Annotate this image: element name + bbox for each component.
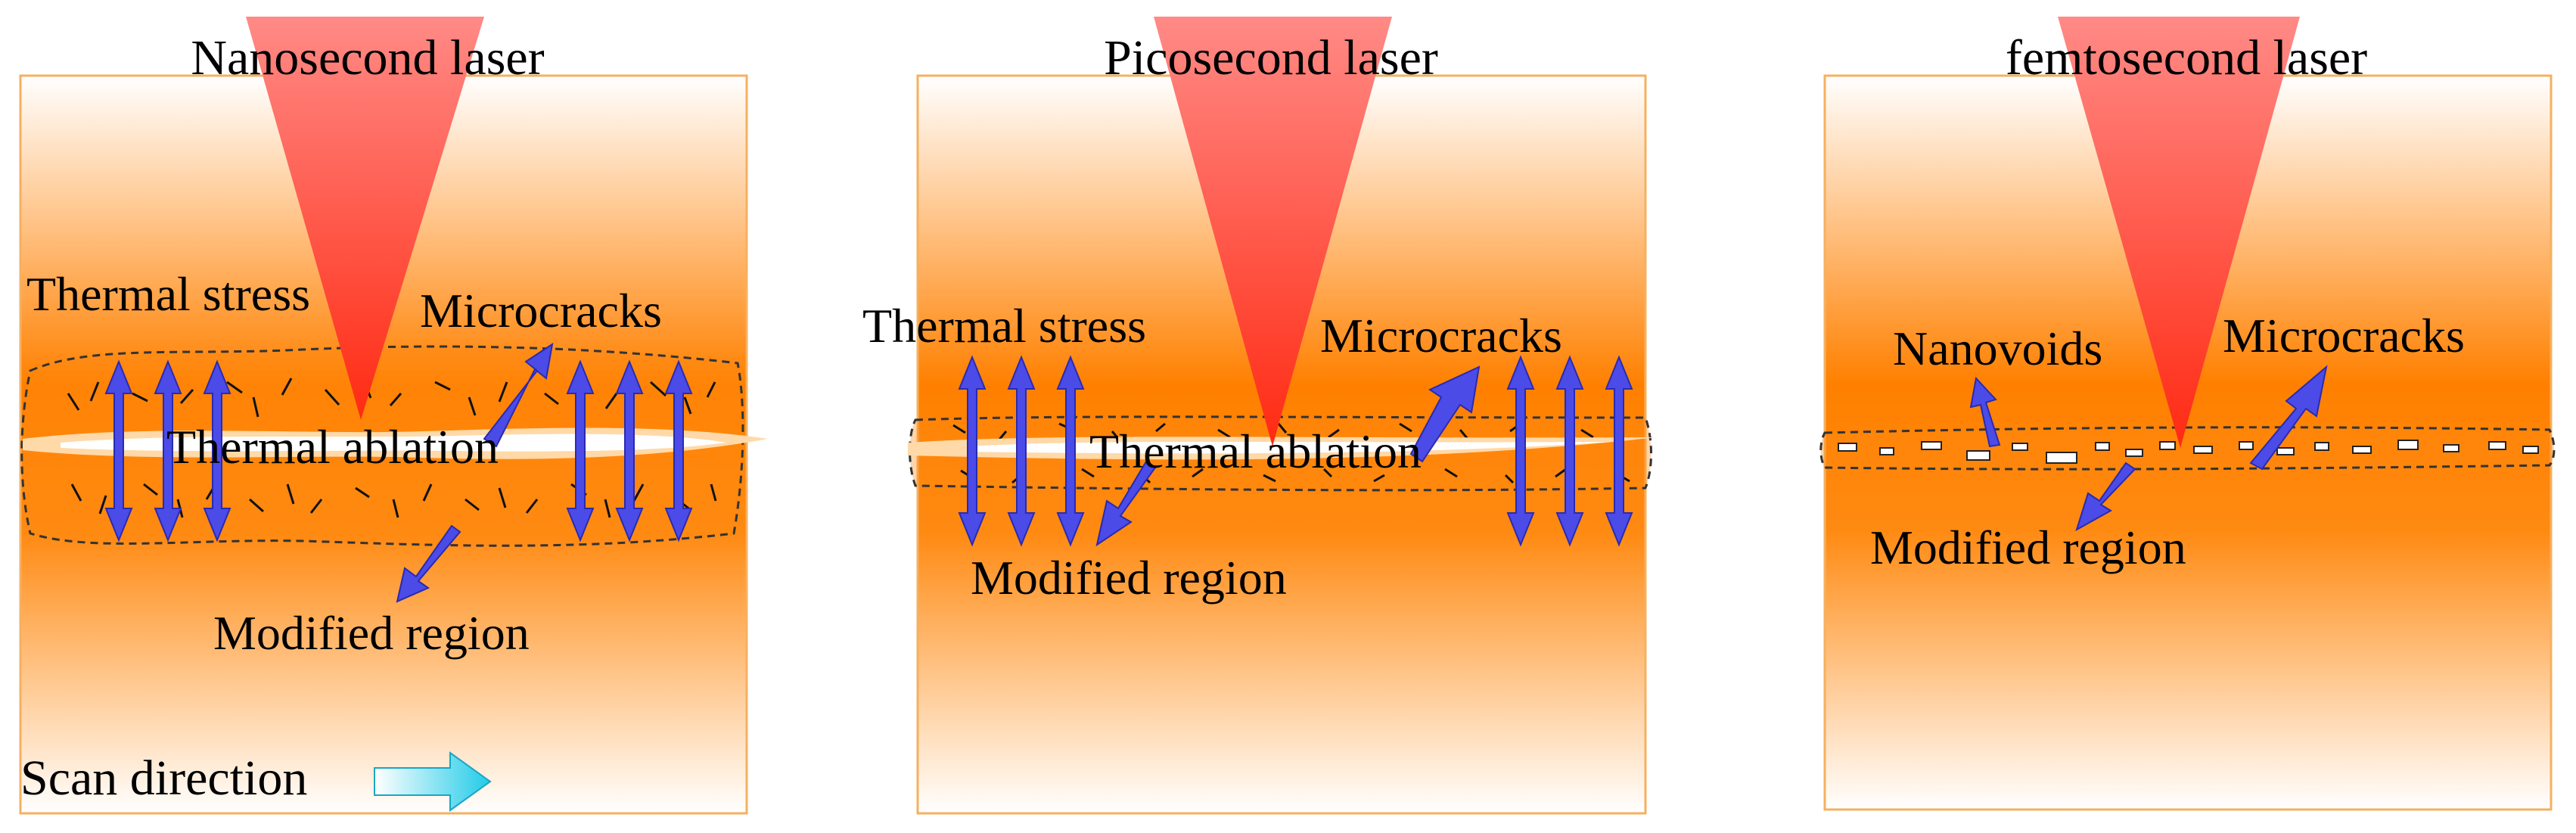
modified-region-label: Modified region (1870, 521, 2186, 574)
thermal-stress-label: Thermal stress (862, 299, 1146, 353)
modified-region-label: Modified region (213, 606, 530, 660)
microcracks-label: Microcracks (420, 284, 662, 337)
thermal-stress-label: Thermal stress (26, 267, 310, 321)
thermal-ablation-label: Thermal ablation (166, 420, 499, 474)
panel-title: Nanosecond laser (191, 30, 544, 85)
panel-title: Picosecond laser (1104, 30, 1438, 85)
modified-region-label: Modified region (971, 551, 1287, 605)
panel-nanosecond: Nanosecond laser Thermal stress Microcra… (20, 17, 768, 813)
panel-title: femtosecond laser (2006, 30, 2367, 85)
panel-femtosecond: femtosecond laser Nanovoids Microcracks … (1821, 17, 2554, 810)
nanovoids-label: Nanovoids (1893, 322, 2102, 375)
panel-picosecond: Picosecond laser Thermal stress Microcra… (862, 17, 1657, 813)
microcracks-label: Microcracks (2223, 309, 2465, 362)
thermal-ablation-label: Thermal ablation (1089, 424, 1422, 478)
microcracks-label: Microcracks (1320, 309, 1562, 362)
scan-direction-label: Scan direction (20, 751, 307, 806)
